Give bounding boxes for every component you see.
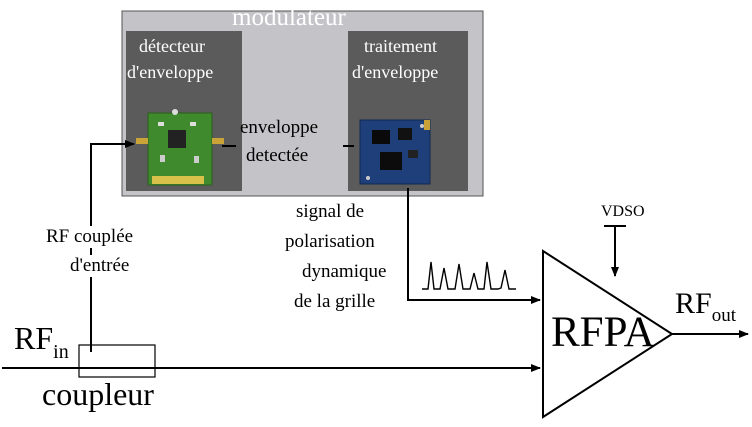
coupled-rf-line <box>90 140 135 352</box>
signal-label-line3: dynamique <box>302 261 387 282</box>
gate-bias-line <box>407 188 541 304</box>
rfpa-triangle <box>542 249 674 419</box>
processing-label-line2: d'enveloppe <box>352 62 439 82</box>
detector-pcb-image <box>136 109 224 186</box>
rf-in-subscript: in <box>53 341 69 363</box>
detector-label-line2: d'enveloppe <box>127 62 214 82</box>
rf-in-label: RFin <box>14 320 69 363</box>
coupler-label: coupleur <box>42 376 154 412</box>
modulator-title: modulateur <box>232 4 346 31</box>
rf-out-subscript: out <box>711 305 736 326</box>
rf-out-main: RF <box>675 287 712 320</box>
detector-label-line1: détecteur <box>139 36 205 56</box>
coupled-rf-label-line2: d'entrée <box>70 255 130 277</box>
rf-out-label: RFout <box>675 287 736 326</box>
vdso-label: VDSO <box>601 203 645 220</box>
signal-label-line1: signal de <box>296 201 365 222</box>
pulse-waveform <box>422 261 516 290</box>
signal-label-line4: de la grille <box>294 291 376 312</box>
envelope-label-line2: detectée <box>246 145 309 166</box>
processing-label-line1: traitement <box>364 36 437 56</box>
rfpa-label: RFPA <box>551 309 655 356</box>
processing-pcb-image <box>359 119 431 185</box>
rf-in-main: RF <box>14 320 54 356</box>
envelope-label-line1: enveloppe <box>240 117 319 138</box>
coupler-box <box>78 344 156 378</box>
signal-label-line2: polarisation <box>285 231 375 252</box>
coupled-rf-label-line1: RF couplée <box>46 226 134 248</box>
